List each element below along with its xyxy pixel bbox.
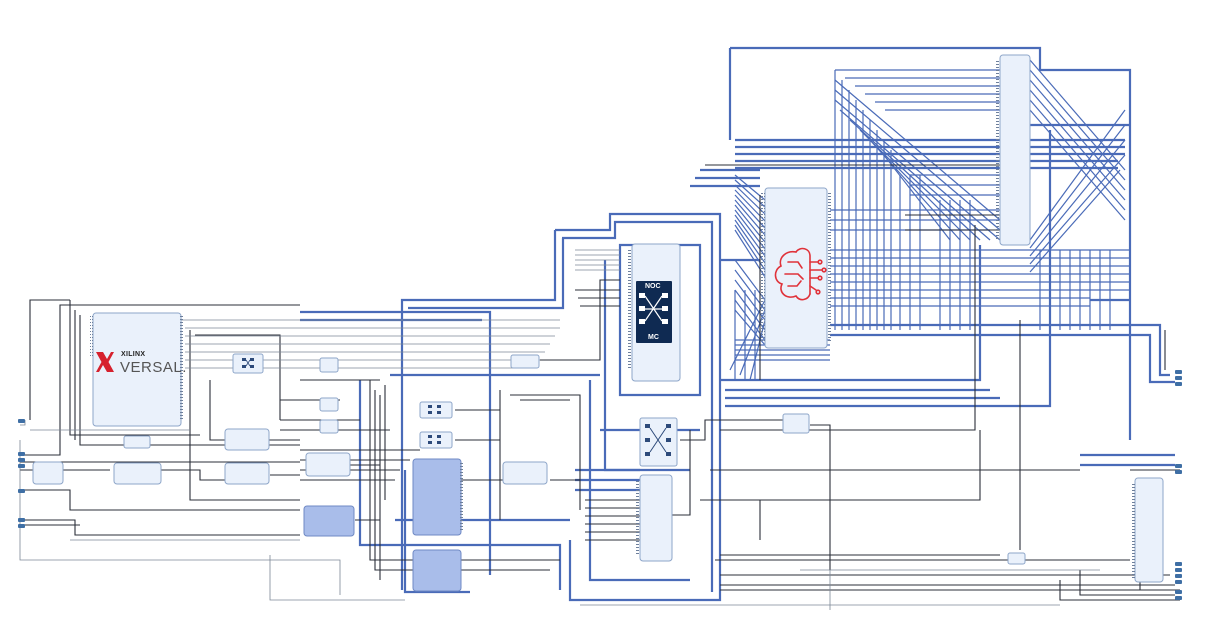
ip-block-small-1[interactable] bbox=[320, 358, 338, 372]
ip-block-small-6[interactable] bbox=[783, 414, 809, 433]
ip-block-small-4[interactable] bbox=[511, 355, 539, 368]
ip-block-small-5[interactable] bbox=[124, 436, 150, 448]
ip-block-small-3[interactable] bbox=[320, 420, 338, 433]
ip-block-medium-4[interactable] bbox=[225, 463, 269, 484]
ip-block-medium-3[interactable] bbox=[225, 429, 269, 450]
external-ports-right[interactable] bbox=[1175, 370, 1182, 600]
smartconnect-block-3[interactable] bbox=[420, 432, 452, 448]
noc-block[interactable] bbox=[628, 244, 680, 381]
ip-block-tall-bottom-right[interactable] bbox=[1131, 478, 1163, 582]
ip-block-medium-6[interactable] bbox=[503, 462, 547, 484]
ip-block-medium-2[interactable] bbox=[114, 463, 161, 484]
ip-block-medium-5[interactable] bbox=[306, 453, 350, 476]
smartconnect-block-1[interactable] bbox=[233, 354, 263, 373]
smartconnect-block-2[interactable] bbox=[420, 402, 452, 418]
external-ports-left[interactable] bbox=[18, 419, 25, 528]
ip-block-tall-lower[interactable] bbox=[636, 475, 672, 561]
noc-switch-block-lower[interactable] bbox=[640, 418, 677, 466]
ip-block-tall-top-right[interactable] bbox=[996, 55, 1030, 245]
highlighted-ip-block-2[interactable] bbox=[413, 459, 464, 535]
ip-block-medium-1[interactable] bbox=[33, 462, 63, 484]
xilinx-x-logo-icon bbox=[96, 352, 114, 372]
highlighted-ip-block-1[interactable] bbox=[304, 506, 354, 536]
highlighted-ip-block-3[interactable] bbox=[413, 550, 461, 591]
ip-block-small-2[interactable] bbox=[320, 398, 338, 411]
ai-engine-block[interactable] bbox=[761, 188, 831, 348]
ip-block-small-7[interactable] bbox=[1008, 553, 1025, 564]
